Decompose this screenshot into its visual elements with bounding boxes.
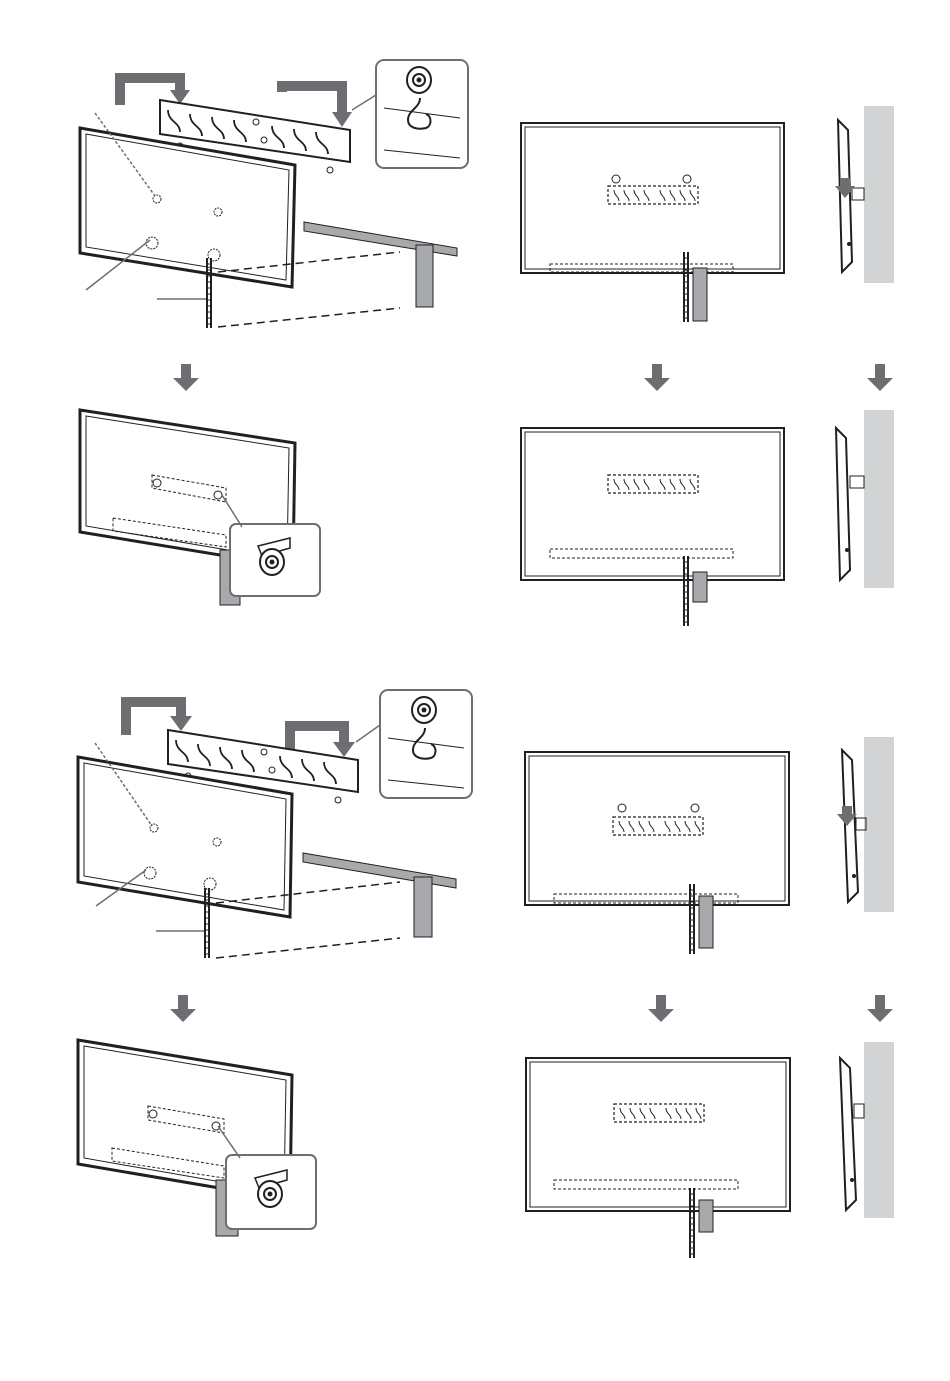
panel-b3-rear	[525, 752, 789, 954]
panel-a1-perspective	[80, 60, 468, 328]
down-arrow-icon	[648, 995, 674, 1022]
panel-c2-side	[836, 410, 894, 588]
down-arrow-icon	[173, 364, 199, 391]
down-arrow-icon	[867, 995, 893, 1022]
panel-a3-perspective	[78, 690, 472, 958]
panel-b2-rear	[521, 428, 784, 626]
panel-c4-side	[840, 1042, 894, 1218]
panel-b4-rear	[526, 1058, 790, 1258]
down-arrow-icon	[867, 364, 893, 391]
panel-c3-side	[837, 737, 894, 912]
down-arrow-icon	[170, 995, 196, 1022]
panel-a4-perspective	[78, 1040, 316, 1236]
panel-c1-side	[835, 106, 894, 283]
down-arrow-icon	[644, 364, 670, 391]
panel-a2-perspective	[80, 410, 320, 605]
panel-b1-rear	[521, 123, 784, 322]
